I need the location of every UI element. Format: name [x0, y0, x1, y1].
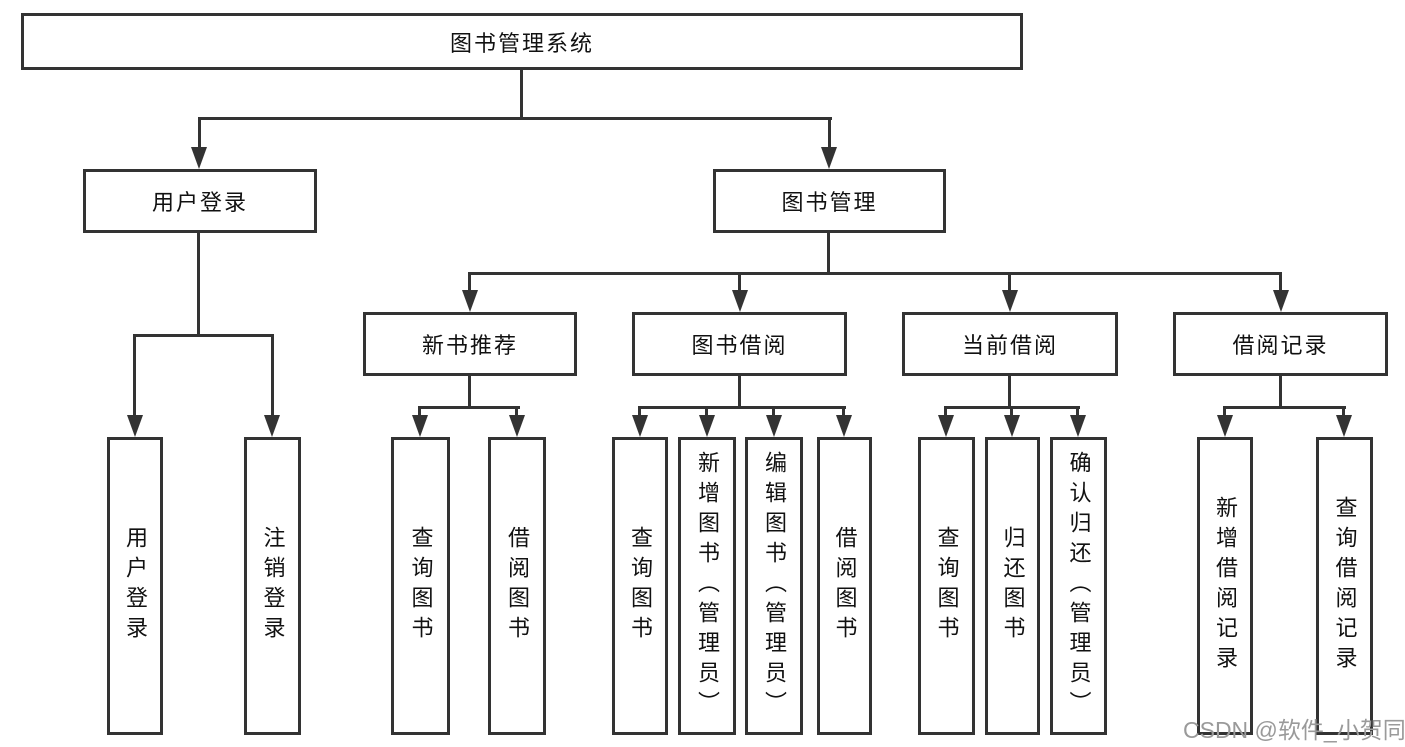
connector-line [198, 117, 832, 120]
connector-line [638, 406, 641, 420]
arrowhead-icon [1217, 415, 1233, 437]
arrowhead-icon [1002, 290, 1018, 312]
node-book-borrowing-label: 图书借阅 [691, 333, 788, 358]
connector-line [133, 334, 136, 418]
arrowhead-icon [462, 290, 478, 312]
connector-line [1223, 406, 1346, 409]
leaf-recommend-borrow-books-label: 借阅图书 [505, 526, 530, 646]
node-book-management: 图书管理 [713, 169, 946, 233]
leaf-recommend-borrow-books: 借阅图书 [488, 437, 546, 735]
leaf-current-return-books-label: 归还图书 [1000, 526, 1026, 646]
leaf-records-query-record-label: 查询借阅记录 [1332, 496, 1358, 676]
leaf-recommend-query-books: 查询图书 [391, 437, 450, 735]
node-user-login-label: 用户登录 [151, 190, 248, 215]
connector-line [418, 406, 421, 420]
arrowhead-icon [1273, 290, 1289, 312]
arrowhead-icon [1004, 415, 1020, 437]
node-book-management-label: 图书管理 [781, 190, 878, 215]
node-root-label: 图书管理系统 [449, 30, 594, 56]
connector-line [944, 406, 947, 420]
arrowhead-icon [264, 415, 280, 437]
leaf-current-return-books: 归还图书 [985, 437, 1040, 735]
node-root-library-system: 图书管理系统 [21, 13, 1023, 70]
leaf-borrow-query-books: 查询图书 [612, 437, 668, 735]
leaf-borrow-lend-books-label: 借阅图书 [832, 526, 858, 646]
leaf-borrow-add-books: 新增图书（管理员） [678, 437, 736, 735]
connector-line [705, 406, 708, 420]
connector-line [198, 117, 201, 151]
connector-line [842, 406, 845, 420]
leaf-current-query-books-label: 查询图书 [934, 526, 960, 646]
leaf-borrow-add-books-label: 新增图书（管理员） [695, 451, 720, 721]
leaf-current-confirm-return-label: 确认归还（管理员） [1066, 451, 1092, 721]
arrowhead-icon [938, 415, 954, 437]
leaf-current-confirm-return: 确认归还（管理员） [1050, 437, 1107, 735]
connector-line [738, 272, 741, 293]
connector-line [827, 233, 830, 275]
connector-line [271, 334, 274, 418]
node-book-borrowing: 图书借阅 [632, 312, 847, 376]
connector-line [1008, 272, 1011, 293]
leaf-user-login-label: 用户登录 [123, 526, 148, 646]
arrowhead-icon [699, 415, 715, 437]
connector-line [1008, 376, 1011, 409]
connector-line [468, 376, 471, 409]
node-user-login: 用户登录 [83, 169, 317, 233]
arrowhead-icon [732, 290, 748, 312]
leaf-borrow-query-books-label: 查询图书 [628, 526, 653, 646]
connector-line [468, 272, 471, 293]
connector-line [133, 334, 274, 337]
connector-line [197, 233, 200, 337]
arrowhead-icon [821, 147, 837, 169]
leaf-records-add-record: 新增借阅记录 [1197, 437, 1253, 735]
csdn-watermark: CSDN @软件_小贺同学 [1183, 717, 1405, 743]
node-new-book-recommendation-label: 新书推荐 [421, 333, 518, 358]
connector-line [1223, 406, 1226, 420]
leaf-borrow-edit-books: 编辑图书（管理员） [745, 437, 803, 735]
connector-line [418, 406, 520, 409]
leaf-current-query-books: 查询图书 [918, 437, 975, 735]
arrowhead-icon [836, 415, 852, 437]
leaf-recommend-query-books-label: 查询图书 [408, 526, 434, 646]
connector-line [638, 406, 846, 409]
leaf-user-login: 用户登录 [107, 437, 163, 735]
connector-line [772, 406, 775, 420]
connector-line [1342, 406, 1345, 420]
leaf-records-add-record-label: 新增借阅记录 [1213, 496, 1238, 676]
node-borrowing-records: 借阅记录 [1173, 312, 1388, 376]
arrowhead-icon [191, 147, 207, 169]
connector-line [520, 70, 523, 119]
connector-line [828, 117, 831, 151]
connector-line [468, 272, 1282, 275]
leaf-logout: 注销登录 [244, 437, 301, 735]
connector-line [1010, 406, 1013, 420]
arrowhead-icon [412, 415, 428, 437]
arrowhead-icon [632, 415, 648, 437]
leaf-records-query-record: 查询借阅记录 [1316, 437, 1373, 735]
connector-line [738, 376, 741, 409]
leaf-logout-label: 注销登录 [260, 526, 286, 646]
node-borrowing-records-label: 借阅记录 [1232, 333, 1329, 358]
connector-line [1279, 376, 1282, 409]
arrowhead-icon [766, 415, 782, 437]
connector-line [1279, 272, 1282, 293]
arrowhead-icon [1336, 415, 1352, 437]
node-current-borrowing-label: 当前借阅 [961, 333, 1058, 358]
arrowhead-icon [509, 415, 525, 437]
arrowhead-icon [1070, 415, 1086, 437]
node-current-borrowing: 当前借阅 [902, 312, 1118, 376]
leaf-borrow-edit-books-label: 编辑图书（管理员） [762, 451, 787, 721]
connector-line [1076, 406, 1079, 420]
node-new-book-recommendation: 新书推荐 [363, 312, 577, 376]
connector-line [515, 406, 518, 420]
leaf-borrow-lend-books: 借阅图书 [817, 437, 872, 735]
arrowhead-icon [127, 415, 143, 437]
